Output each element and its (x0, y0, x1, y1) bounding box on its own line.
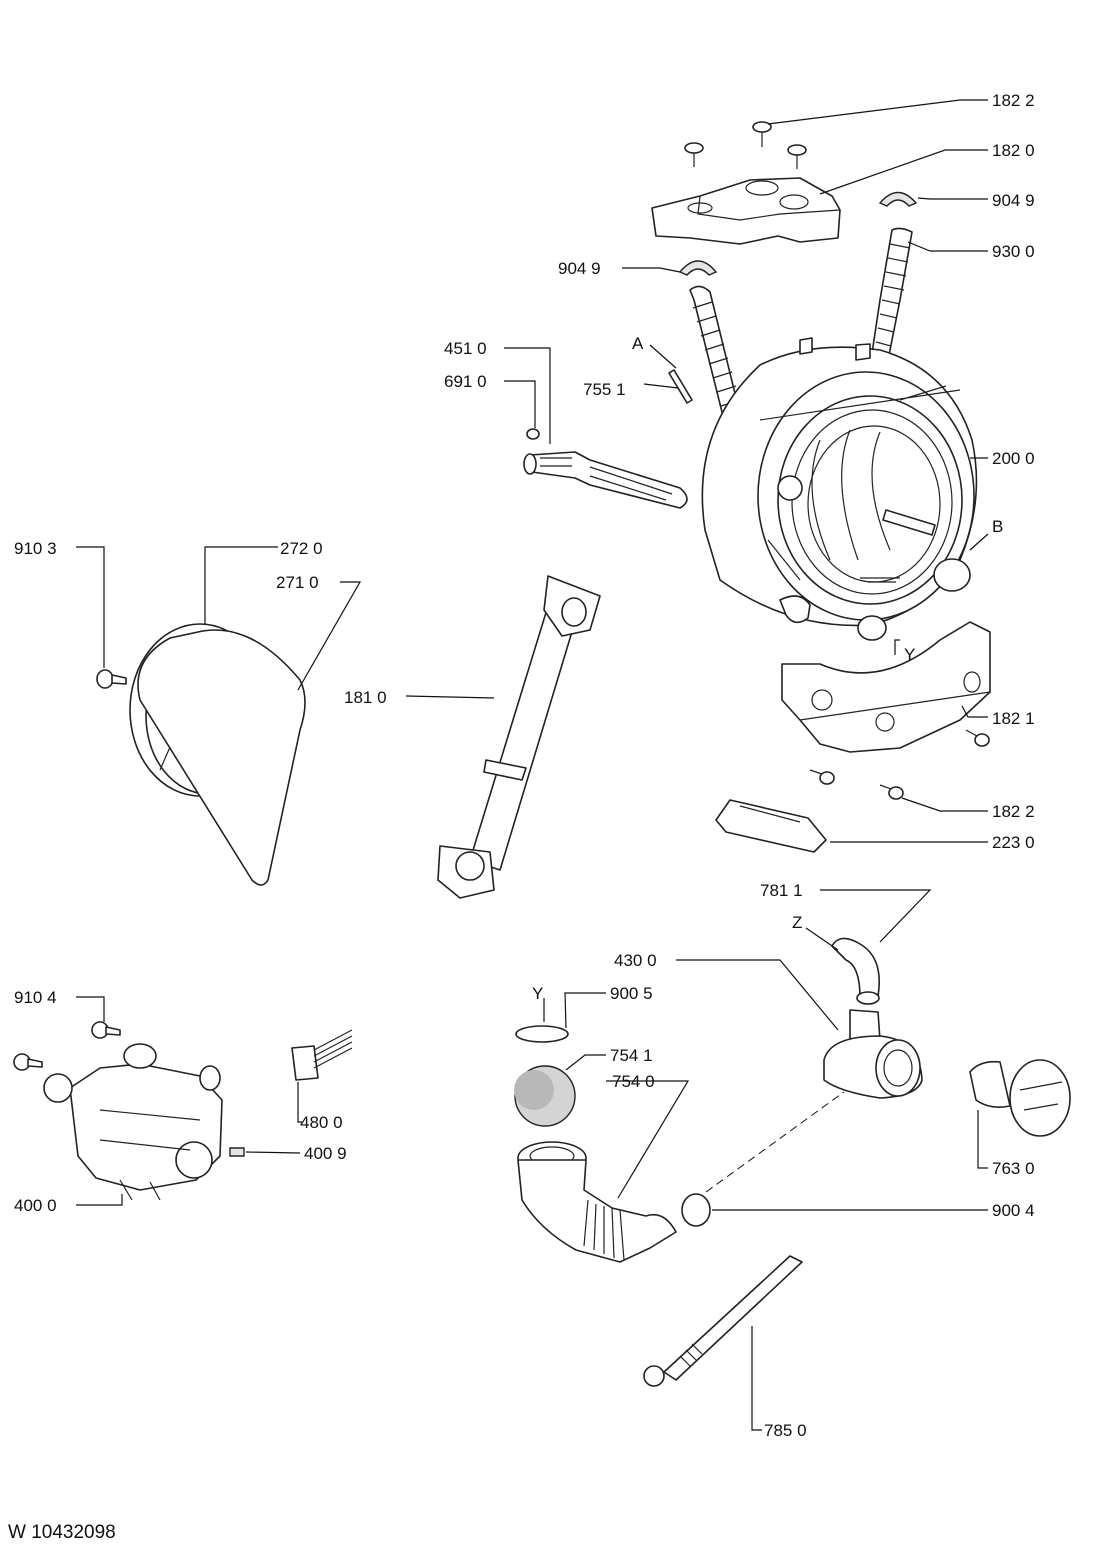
elbow-hose (831, 937, 880, 1005)
callout-754-1: 754 1 (610, 1046, 653, 1065)
callout-900-5: 900 5 (610, 984, 653, 1003)
callout-400-9: 400 9 (304, 1144, 347, 1163)
assembly-path (705, 1091, 845, 1193)
callout-181-0: 181 0 (344, 688, 387, 707)
callout-182-1: 182 1 (992, 709, 1035, 728)
hose-clamp-right (878, 191, 918, 207)
document-number: W 10432098 (8, 1522, 116, 1543)
pin (668, 369, 693, 404)
top-counterweight (651, 177, 841, 245)
shock-absorber (437, 575, 601, 899)
callout-y: Y (532, 984, 543, 1003)
callout-910-3: 910 3 (14, 539, 57, 558)
callout-781-1: 781 1 (760, 881, 803, 900)
hose-clamp-left (678, 260, 718, 276)
callout-labels: 182 2 182 0 904 9 930 0 904 9 451 0 691 … (14, 91, 1035, 1440)
drum-lifter (715, 799, 827, 853)
callout-691-0: 691 0 (444, 372, 487, 391)
callout-b: B (992, 517, 1003, 536)
screw-910-3 (96, 669, 127, 689)
callout-182-2: 182 2 (992, 802, 1035, 821)
callout-a: A (632, 334, 644, 353)
hose-clamp-900-4 (681, 1193, 711, 1227)
callout-754-0: 754 0 (612, 1072, 655, 1091)
callout-182-2: 182 2 (992, 91, 1035, 110)
callout-930-0: 930 0 (992, 242, 1035, 261)
tub-assembly (701, 337, 978, 641)
carbon-brush (229, 1147, 245, 1157)
callout-y: Y (904, 645, 915, 664)
pump-filter (969, 1059, 1071, 1137)
callout-904-9: 904 9 (558, 259, 601, 278)
screw-910-4-a (91, 1021, 121, 1039)
callout-900-4: 900 4 (992, 1201, 1035, 1220)
heater-element (523, 428, 688, 509)
callout-400-0: 400 0 (14, 1196, 57, 1215)
callout-430-0: 430 0 (614, 951, 657, 970)
motor (43, 1043, 223, 1201)
sump-hose (517, 1141, 677, 1263)
callout-904-9: 904 9 (992, 191, 1035, 210)
screw-top-182-2 (684, 121, 807, 169)
callout-182-0: 182 0 (992, 141, 1035, 160)
drive-belt (137, 629, 306, 886)
drain-hose (643, 1255, 803, 1387)
callout-271-0: 271 0 (276, 573, 319, 592)
leader-lines (76, 99, 989, 1431)
callout-755-1: 755 1 (583, 380, 626, 399)
screw-910-4-b (13, 1053, 43, 1071)
callout-223-0: 223 0 (992, 833, 1035, 852)
drain-pump (823, 1009, 923, 1099)
callout-272-0: 272 0 (280, 539, 323, 558)
seal-ring (515, 1025, 569, 1043)
callout-480-0: 480 0 (300, 1113, 343, 1132)
wire-connector (291, 1029, 353, 1081)
callout-451-0: 451 0 (444, 339, 487, 358)
callout-910-4: 910 4 (14, 988, 57, 1007)
callout-200-0: 200 0 (992, 449, 1035, 468)
callout-763-0: 763 0 (992, 1159, 1035, 1178)
bottom-counterweight (781, 621, 991, 753)
callout-785-0: 785 0 (764, 1421, 807, 1440)
ball-valve (514, 1065, 576, 1127)
screws-182-2 (809, 729, 990, 800)
callout-z: Z (792, 913, 802, 932)
